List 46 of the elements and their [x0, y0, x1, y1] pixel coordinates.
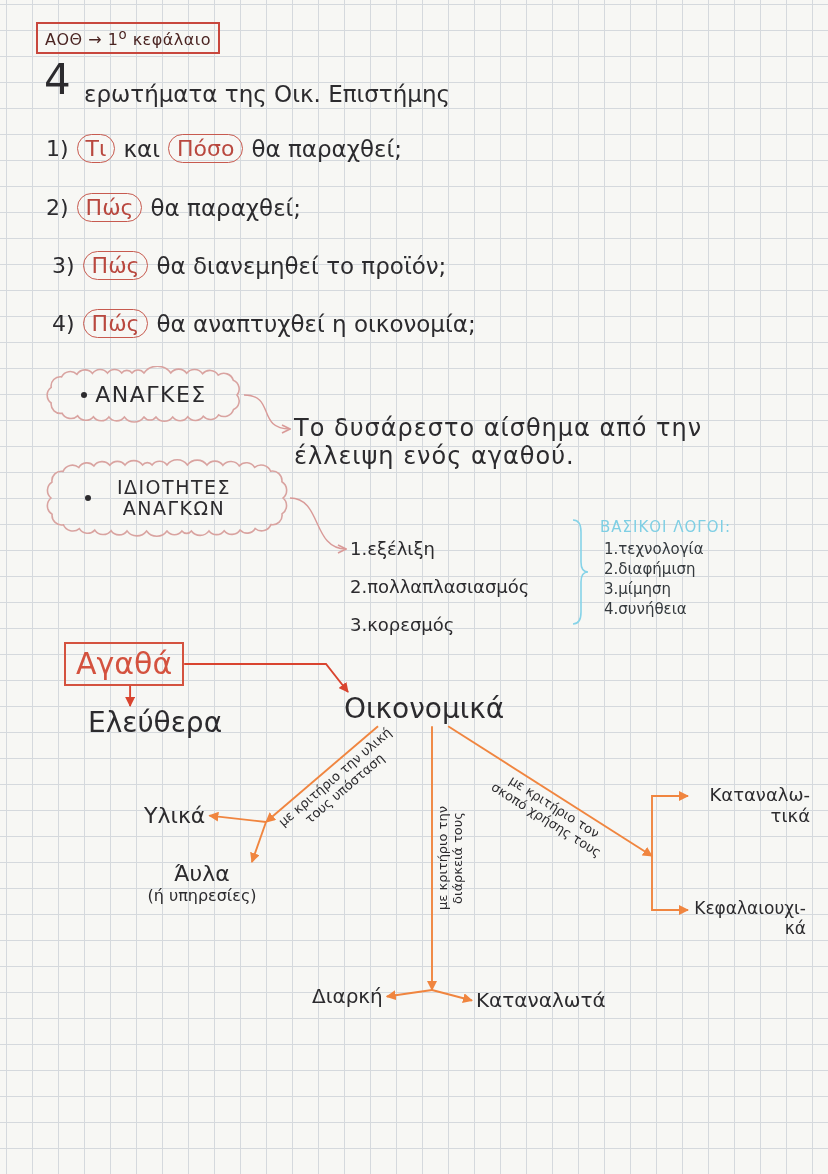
question-number: 4) [52, 309, 75, 338]
list-item: 4.συνήθεια [604, 600, 687, 618]
heading-text: ερωτήματα της Οικ. Επιστήμης [84, 80, 450, 108]
arrow [208, 811, 267, 823]
definition-text: Το δυσάρεστο αίσθημα από την έλλειψη ενός αγαθού. [290, 414, 748, 472]
arrow [243, 394, 291, 434]
arrow [183, 663, 349, 693]
category-label: Διαρκή [308, 984, 387, 1009]
heading-number: 4 [44, 58, 71, 102]
list-item: 2.διαφήμιση [604, 560, 696, 578]
category-note: (ή υπηρεσίες) [147, 886, 257, 906]
question-number: 2) [46, 193, 69, 222]
category-label: Ελεύθερα [84, 706, 227, 741]
cloud-label: ΙΔΙΟΤΗΤΕΣ ΑΝΑΓΚΩΝ [115, 477, 233, 519]
note-heading: ΒΑΣΙΚΟΙ ΛΟΓΟΙ: [600, 518, 731, 536]
category-label: Οικονομικά [340, 692, 509, 727]
arrow [651, 855, 689, 915]
category-label: Καταναλωτά [472, 988, 610, 1013]
question-text: και [123, 134, 160, 163]
arrow [289, 497, 347, 553]
arrow [651, 791, 689, 857]
list-item: 3.μίμηση [604, 580, 671, 598]
category-label: Άυλα [174, 862, 230, 886]
question-text: θα αναπτυχθεί η οικονομία; [156, 309, 476, 338]
list-item: 1.εξέλιξη [350, 537, 435, 561]
arrow [447, 725, 653, 857]
question-text: θα διανεμηθεί το προϊόν; [156, 251, 447, 280]
arrow [125, 685, 136, 707]
question-text: θα παραχθεί; [251, 134, 403, 163]
question-number: 3) [52, 251, 75, 280]
list-item: 1.τεχνολογία [604, 540, 704, 558]
category-box: Αγαθά [64, 642, 185, 686]
arrow [427, 725, 437, 991]
question-text: θα παραχθεί; [150, 193, 302, 222]
cloud-bubble [44, 458, 290, 538]
chapter-title: ΑΟΘ → 1$^{ο}$ κεφάλαιο [36, 22, 221, 55]
edge-label: με κριτήριο την διάρκειά τους [436, 805, 466, 913]
category-label: Κεφαλαιουχι- κά [688, 898, 810, 940]
arrow [431, 989, 473, 1004]
arrow [385, 989, 433, 1001]
question-number: 1) [46, 134, 69, 163]
list-item: 3.κορεσμός [350, 613, 455, 637]
category-label: Καταναλω- τικά [688, 784, 814, 828]
list-item: 2.πολλαπλασιασμός [350, 575, 530, 599]
cloud-label: ΑΝΑΓΚΕΣ [95, 382, 207, 408]
category-label: Υλικά [140, 802, 210, 830]
